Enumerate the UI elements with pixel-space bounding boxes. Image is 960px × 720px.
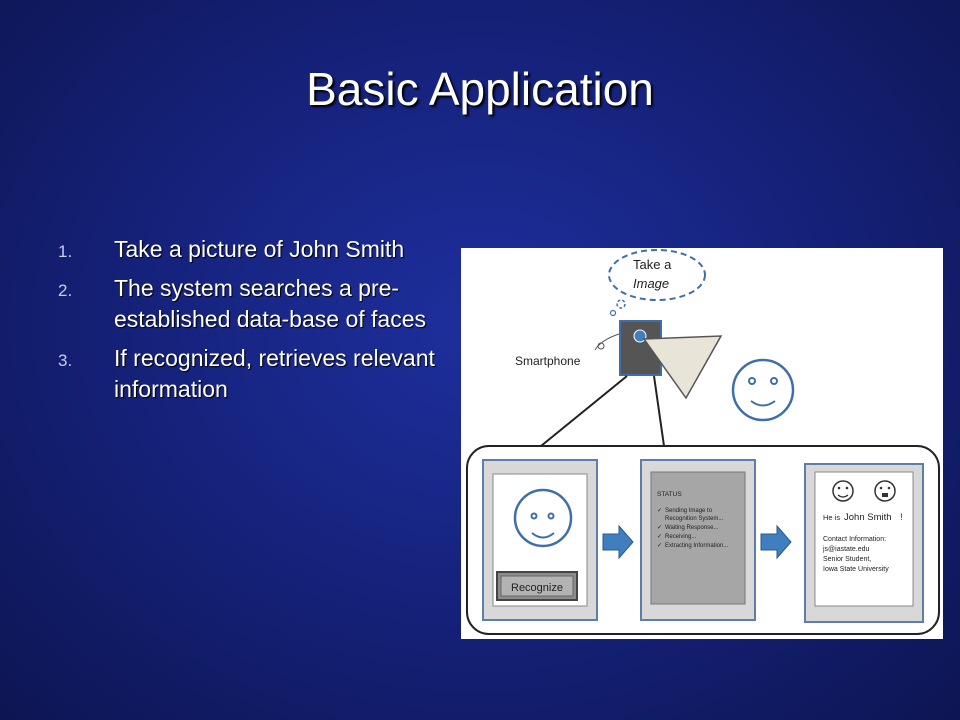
thought-bubble: [608, 249, 706, 301]
camera-view-cone: [642, 335, 723, 400]
bullet-text: If recognized, retrieves relevant inform…: [114, 345, 435, 402]
flow-arrow-icon: [602, 524, 634, 560]
check-icon: ✓: [657, 508, 662, 514]
status-item: Extracting Information...: [665, 543, 729, 549]
bubble-text-line2: Image: [633, 276, 669, 291]
face-eye: [530, 512, 538, 520]
face-mouth: [750, 400, 776, 407]
face-mouth: [837, 494, 849, 498]
bullet-number: 3.: [58, 351, 73, 370]
status-title: STATUS: [657, 491, 682, 498]
slide-title: Basic Application: [306, 63, 654, 115]
contact-school: Iowa State University: [823, 566, 889, 573]
pointer-loop-icon: [597, 342, 605, 350]
bullet-text: The system searches a pre-established da…: [114, 275, 426, 332]
bullet-number: 1.: [58, 242, 73, 261]
recognize-button-inner: [500, 575, 574, 597]
result-prefix: He is: [823, 513, 840, 522]
surprised-face-icon: [874, 480, 896, 502]
result-suffix: !: [900, 512, 903, 523]
check-icon: ✓: [657, 534, 662, 540]
status-item: Waiting Response...: [665, 525, 719, 531]
contact-role: Senior Student,: [823, 556, 871, 563]
check-icon: ✓: [657, 525, 662, 531]
recognize-button-label: Recognize: [511, 582, 563, 594]
face-eye: [845, 486, 849, 490]
application-diagram: Take a Image Smartphone Recognize: [461, 248, 943, 639]
camera-lens-icon: [633, 329, 647, 343]
face-eye: [748, 377, 756, 385]
check-icon: ✓: [657, 543, 662, 549]
flow-arrow-icon: [760, 524, 792, 560]
happy-face-icon: [832, 480, 854, 502]
face-eye: [887, 486, 891, 490]
status-item: Receiving...: [665, 534, 697, 540]
pointer-line-icon: [594, 333, 620, 351]
bullet-item: 2. The system searches a pre-established…: [58, 273, 438, 335]
status-screen: [650, 471, 746, 605]
contact-email: js@iastate.edu: [822, 546, 870, 553]
contact-heading: Contact Information:: [823, 536, 886, 543]
smartphone-label: Smartphone: [515, 354, 581, 368]
bullet-item: 1. Take a picture of John Smith: [58, 234, 438, 265]
face-eye: [879, 486, 883, 490]
zoom-line: [653, 375, 665, 447]
face-eye: [547, 512, 555, 520]
face-eye: [770, 377, 778, 385]
bubble-text-line1: Take a: [633, 257, 672, 272]
captured-face-icon: [513, 488, 573, 548]
thought-bubble-dot: [616, 299, 626, 309]
result-name: John Smith: [844, 512, 892, 523]
bullet-text: Take a picture of John Smith: [114, 236, 405, 262]
bullet-number: 2.: [58, 281, 73, 300]
result-screen: [814, 471, 914, 607]
status-item: Recognition System...: [665, 516, 724, 522]
face-mouth: [882, 493, 888, 497]
zoom-line: [540, 375, 628, 447]
status-item: Sending Image to: [665, 508, 713, 514]
bullet-item: 3. If recognized, retrieves relevant inf…: [58, 343, 438, 405]
subject-face-icon: [731, 358, 795, 422]
face-eye: [837, 486, 841, 490]
thought-bubble-dot: [609, 309, 617, 317]
face-mouth: [531, 532, 555, 539]
bullet-list: 1. Take a picture of John Smith 2. The s…: [58, 234, 438, 413]
